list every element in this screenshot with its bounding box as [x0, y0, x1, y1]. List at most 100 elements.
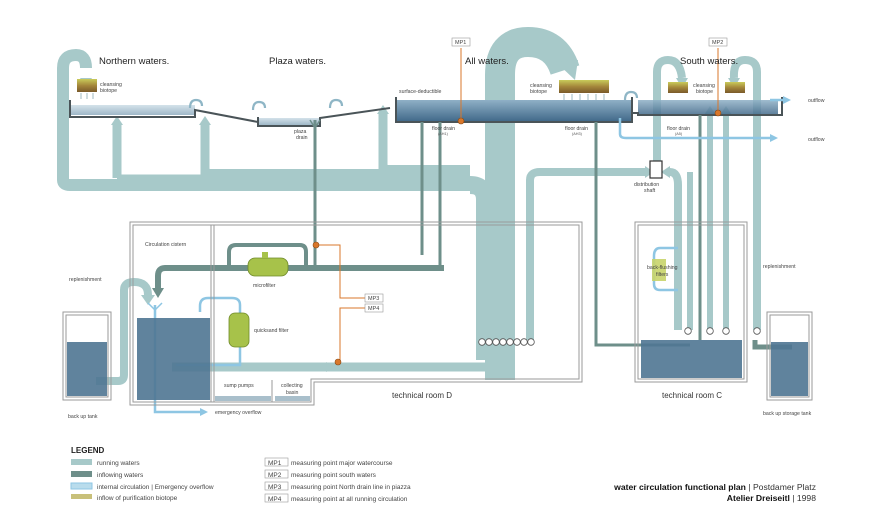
back-flushing-filters-icon: [652, 259, 666, 281]
collecting-basin-label-2: basin: [286, 390, 299, 396]
floor-drain-a5-label: floor drain: [667, 126, 690, 132]
plaza-drain-funnel: [309, 119, 321, 130]
mp1-label: MP1: [455, 40, 466, 46]
pump-row-room-c: [684, 327, 761, 335]
sump-pumps-water: [215, 396, 271, 401]
microfilter-label: microfilter: [253, 283, 276, 289]
northern-waters-title: Northern waters.: [99, 56, 169, 67]
back-up-tank-water: [67, 342, 107, 396]
pipe-south-loop-1: [653, 55, 686, 170]
legend-swatch-running: [71, 459, 92, 465]
mp2-label: MP2: [712, 40, 723, 46]
floor-drain-ah1-label: floor drain: [432, 126, 455, 132]
floor-drain-ah1-code: (AH1): [438, 132, 449, 136]
floor-drain-a5-code: (A5): [675, 132, 683, 136]
emergency-overflow-label: emergency overflow: [215, 410, 262, 416]
legend-mp2-box: [264, 469, 289, 479]
pipe-collector-3: [202, 167, 470, 175]
plaza-pool: [257, 107, 391, 127]
pipe-from-room-c: [669, 168, 682, 330]
footer-author-rest: | 1998: [790, 493, 816, 503]
collecting-basin-label-1: collecting: [281, 383, 303, 389]
legend-mp3-label: measuring point North drain line in piaz…: [291, 484, 411, 491]
back-up-storage-tank-walls: [766, 311, 813, 401]
mp1-tag: [451, 37, 471, 47]
back-flushing-filters-label-2: filters: [656, 272, 669, 278]
pipe-main-collector: [57, 178, 470, 191]
pipe-trunk-join: [469, 176, 494, 360]
back-up-tank-walls: [62, 311, 112, 401]
technical-room-c-walls: [634, 221, 748, 383]
collecting-basin-water: [275, 396, 310, 401]
pipe-main-trunk: [485, 26, 580, 380]
pipe-collector-4: [380, 163, 470, 171]
biotope-drip-lines: [80, 93, 605, 100]
legend-item-biotope: inflow of purification biotope: [97, 495, 178, 502]
cleansing-biotope-all-label-2: biotope: [530, 89, 547, 95]
legend: LEGEND running waters inflowing waters i…: [70, 446, 411, 503]
legend-mp1-box: [264, 457, 289, 467]
mp2-tag: [708, 37, 728, 47]
legend-item-inflowing: inflowing waters: [97, 472, 144, 479]
legend-swatch-inflowing: [71, 471, 92, 477]
legend-swatch-biotope: [71, 494, 92, 499]
surface-deductible-label: surface-deductible: [399, 89, 442, 95]
legend-mp2-code: MP2: [268, 472, 282, 479]
pipe-replenishment-left: [96, 277, 152, 385]
microfilter-icon: [247, 252, 289, 277]
legend-item-running: running waters: [97, 460, 140, 467]
plaza-waters-title: Plaza waters.: [269, 56, 326, 67]
quicksand-filter-label: quicksand filter: [254, 328, 289, 334]
legend-mp1-label: measuring point major watercourse: [291, 460, 393, 467]
legend-mp1-code: MP1: [268, 460, 282, 467]
legend-mp3-box: [264, 481, 289, 491]
northern-pool: [69, 100, 259, 123]
technical-room-c-water: [641, 340, 742, 378]
distribution-shaft-label-1: distribution: [634, 182, 659, 188]
legend-mp4-label: measuring point at all running circulati…: [291, 496, 408, 503]
legend-mp4-box: [264, 493, 289, 503]
inflowing-water-pipes: [155, 115, 792, 350]
outflow-label-1: outflow: [808, 98, 825, 104]
floor-drain-ah3-label: floor drain: [565, 126, 588, 132]
cleansing-biotope-north-label-2: biotope: [100, 88, 117, 94]
quicksand-filter-icon: [228, 312, 250, 348]
legend-swatch-internal: [70, 482, 93, 490]
south-pool: [632, 97, 783, 116]
legend-item-internal: internal circulation | Emergency overflo…: [97, 484, 214, 491]
measuring-point-dots: [312, 109, 722, 366]
circulation-cistern-water: [137, 318, 210, 400]
back-up-storage-tank-water: [771, 342, 808, 396]
legend-heading: LEGEND: [71, 446, 105, 455]
footer-author: Atelier Dreiseitl | 1998: [727, 493, 816, 503]
back-up-storage-tank-label: back up storage tank: [763, 411, 812, 417]
pipe-north-loop: [57, 48, 92, 180]
technical-room-d-label: technical room D: [392, 391, 452, 400]
inflow-arrowhead: [152, 288, 164, 298]
mp3-label: MP3: [368, 296, 379, 302]
cleansing-biotope-north-label-1: cleansing: [100, 82, 122, 88]
south-waters-title: South waters.: [680, 56, 738, 67]
footer-author-bold: Atelier Dreiseitl: [727, 493, 790, 503]
pipe-to-distribution: [526, 168, 645, 340]
technical-room-d-walls: [129, 221, 583, 406]
outflow-label-2: outflow: [808, 137, 825, 143]
technical-room-c-label: technical room C: [662, 391, 722, 400]
distribution-shaft-box: [649, 160, 663, 179]
cleansing-biotope-south-label-2: biotope: [696, 89, 713, 95]
overflow-hooks: [188, 90, 639, 111]
distribution-shaft-label-2: shaft: [644, 188, 656, 194]
cleansing-biotope-north: [77, 79, 97, 92]
replenishment-left-label: replenishment: [69, 277, 102, 283]
legend-mp3-code: MP3: [268, 484, 282, 491]
back-up-tank-label: back up tank: [68, 414, 98, 420]
replenishment-right-label: replenishment: [763, 264, 796, 270]
mp4-tag: [364, 303, 384, 313]
measuring-point-tags: [364, 37, 728, 313]
cleansing-biotope-south-1: [668, 82, 688, 93]
cleansing-biotope-all: [559, 80, 609, 93]
overflow-funnel: [147, 302, 163, 312]
measuring-lines: [316, 48, 719, 362]
plaza-drain-label-2: drain: [296, 135, 308, 141]
